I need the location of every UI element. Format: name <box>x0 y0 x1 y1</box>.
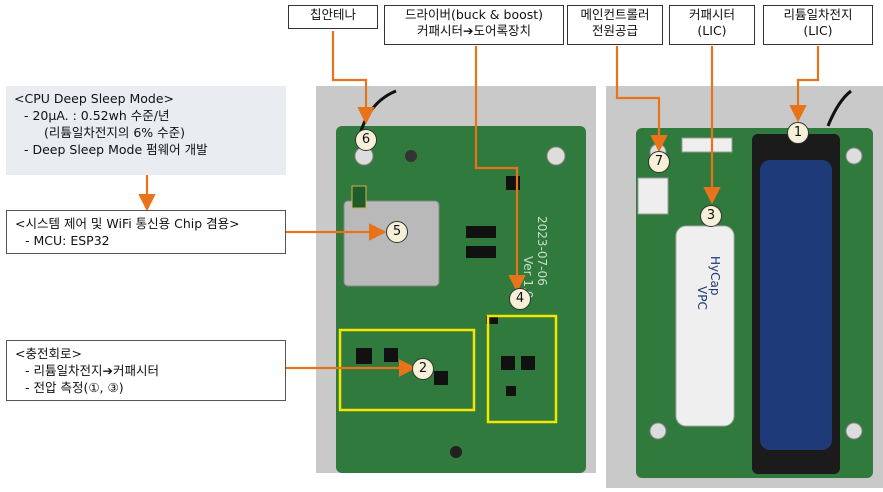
badge-7: 7 <box>648 151 670 173</box>
capacitor-label: 커패시터 (LIC) <box>669 5 755 45</box>
driver-label-line2: 커패시터➔도어록장치 <box>417 23 531 38</box>
battery-line1: 리튬일차전지 <box>783 7 853 22</box>
antenna-label: 칩안테나 <box>288 5 378 29</box>
badge-1: 1 <box>787 122 809 144</box>
pcb-back-illustration: HyCap VPC <box>606 86 883 488</box>
battery-label: 리튬일차전지 (LIC) <box>763 5 873 45</box>
sleep-mode-box: <CPU Deep Sleep Mode> - 20μA. : 0.52wh 수… <box>6 86 286 175</box>
mcu-power-line1: 메인컨트롤러 <box>580 7 650 22</box>
cap-text-b: VPC <box>695 286 709 310</box>
charge-box-line1: - 리튬일차전지➔커패시터 <box>25 363 159 378</box>
badge-5: 5 <box>386 221 408 243</box>
charge-box-title: <충전회로> <box>15 346 82 361</box>
pcb-back-photo: HyCap VPC <box>606 86 883 488</box>
badge-2: 2 <box>412 358 434 380</box>
sleep-mode-line1: - 20μA. : 0.52wh 수준/년 <box>24 108 170 123</box>
mcu-power-label: 메인컨트롤러 전원공급 <box>567 5 663 45</box>
board-date-text: 2023-07-06 <box>535 216 549 286</box>
badge-6: 6 <box>355 129 377 151</box>
badge-4: 4 <box>509 288 531 310</box>
sleep-mode-line3: - Deep Sleep Mode 펌웨어 개발 <box>24 142 208 157</box>
capacitor-line1: 커패시터 <box>688 7 735 22</box>
charge-circuit-box: <충전회로> - 리튬일차전지➔커패시터 - 전압 측정(①, ③) <box>6 340 286 401</box>
mcu-box: <시스템 제어 및 WiFi 통신용 Chip 겸용> - MCU: ESP32 <box>6 210 286 254</box>
cap-text-a: HyCap <box>708 256 722 295</box>
sleep-mode-title: <CPU Deep Sleep Mode> <box>14 91 175 106</box>
battery-line2: (LIC) <box>803 23 833 38</box>
sleep-mode-line2: (리튬일차전지의 6% 수준) <box>44 125 186 140</box>
mcu-box-line1: - MCU: ESP32 <box>25 233 110 248</box>
mcu-power-line2: 전원공급 <box>591 23 638 38</box>
antenna-label-text: 칩안테나 <box>309 7 356 22</box>
driver-label: 드라이버(buck & boost) 커패시터➔도어록장치 <box>384 5 564 45</box>
badge-3: 3 <box>700 205 722 227</box>
charge-box-line2: - 전압 측정(①, ③) <box>25 380 124 395</box>
capacitor-line2: (LIC) <box>697 23 727 38</box>
driver-label-line1: 드라이버(buck & boost) <box>404 7 544 22</box>
mcu-box-title: <시스템 제어 및 WiFi 통신용 Chip 겸용> <box>15 216 240 231</box>
